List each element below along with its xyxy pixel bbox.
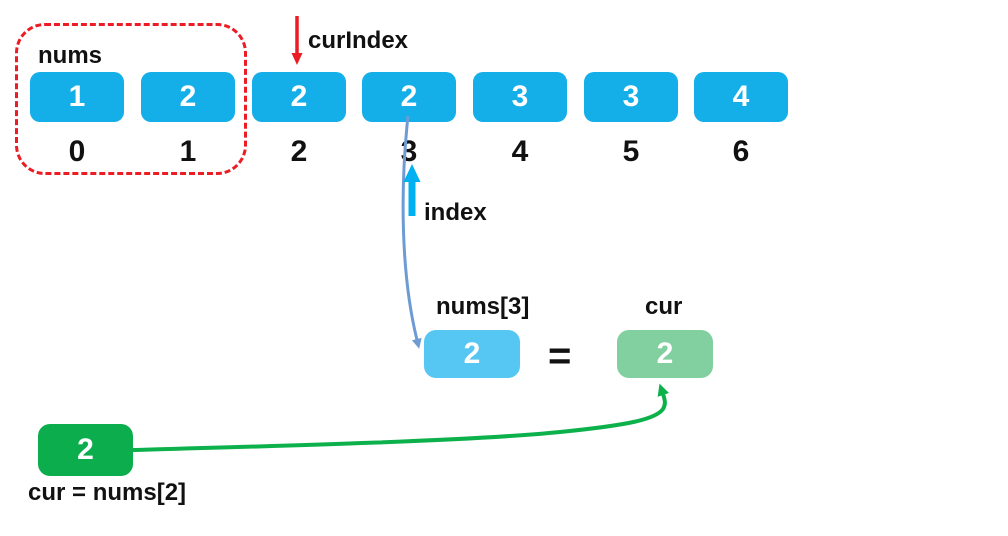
array-index-label-0: 0 [68,135,86,168]
cur-assignment-arrow [132,383,670,452]
array-cell-0: 1 [30,72,124,122]
array-index-label-2: 2 [290,135,308,168]
array-index-label-5: 5 [622,135,640,168]
processed-prefix-outline [15,23,247,175]
array-index-label-3: 3 [400,135,418,168]
nums3-value-label: nums[3] [436,293,530,320]
array-index-label-1: 1 [179,135,197,168]
cur-assignment-caption: cur = nums[2] [28,479,187,506]
index-pointer-label: index [424,199,487,226]
array-cell-5: 3 [584,72,678,122]
array-index-label-4: 4 [511,135,529,168]
array-name-label: nums [38,42,103,69]
cur-value-box: 2 [617,330,713,378]
array-cell-1: 2 [141,72,235,122]
array-cell-2: 2 [252,72,346,122]
array-cell-3: 2 [362,72,456,122]
array-cell-6: 4 [694,72,788,122]
nums3-value-box: 2 [424,330,520,378]
cur-variable-box: 2 [38,424,133,476]
curindex-label: curIndex [308,27,409,54]
array-cell-4: 3 [473,72,567,122]
cur-value-label: cur [645,293,683,320]
equals-sign: = [548,334,572,378]
array-index-label-6: 6 [732,135,750,168]
